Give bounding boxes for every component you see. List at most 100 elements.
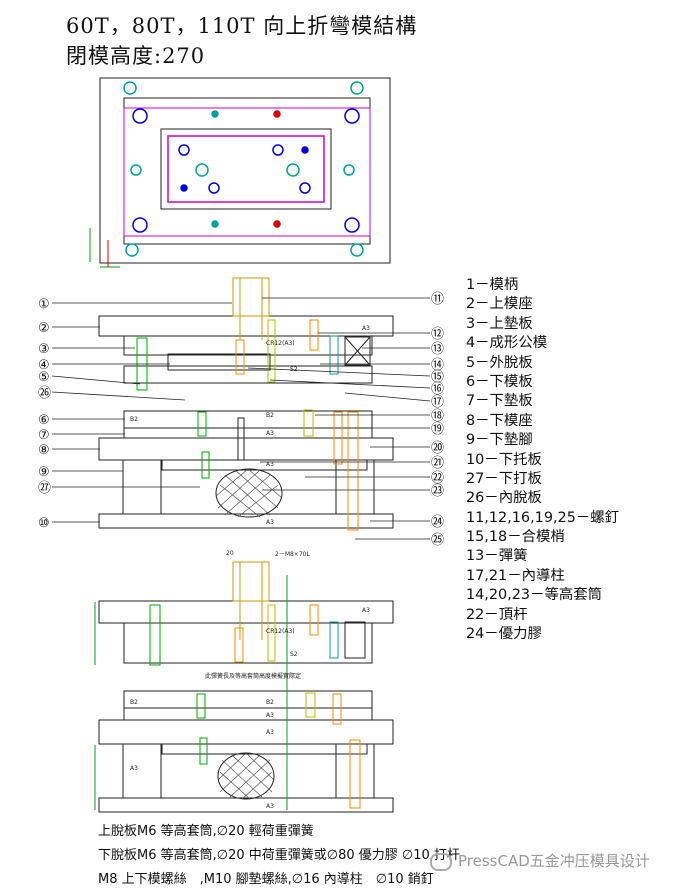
callout-number: ⑬ xyxy=(431,342,444,357)
spec-note: M8 上下模螺絲 ,M10 腳墊螺絲,∅16 內導柱 ∅10 銷釘 xyxy=(98,872,434,887)
callout-number: ⑨ xyxy=(38,465,50,480)
pin-hole-icon xyxy=(178,144,190,156)
watermark-text: PressCAD五金冲压模具设计 xyxy=(458,852,650,870)
section-view-open-tags: A3 CR12(A3) S2 B2 B2 A3 A3 A3 xyxy=(130,325,370,526)
callout-number: ⑧ xyxy=(38,443,50,458)
callout-number: ⑱ xyxy=(431,409,444,424)
guide-hole-icon xyxy=(132,217,148,233)
callout-number: ⑥ xyxy=(38,413,50,428)
part-tag: A3 xyxy=(362,325,370,332)
closed-height-label: 閉模高度:270 xyxy=(66,44,206,68)
section-view-closed xyxy=(94,561,394,813)
legend-item: 11,12,16,19,25－螺釘 xyxy=(466,509,620,526)
legend-item: 15,18－合模梢 xyxy=(466,529,565,546)
section-view-open xyxy=(98,277,394,531)
pin-hole-icon xyxy=(208,182,220,194)
plan-holes xyxy=(123,81,364,257)
part-tag: CR12(A3) xyxy=(266,628,295,635)
callout-number: ① xyxy=(38,297,50,312)
part-tag: S2 xyxy=(290,366,298,373)
part-tag: B2 xyxy=(130,699,138,706)
callout-number: ⑲ xyxy=(431,422,444,437)
guide-hole-icon xyxy=(132,108,148,124)
leader-line xyxy=(51,391,186,401)
part-tag: A3 xyxy=(266,519,274,526)
part-tag: B2 xyxy=(266,699,274,706)
plan-view xyxy=(89,77,391,268)
legend-item: 8－下模座 xyxy=(466,412,533,429)
callout-number: ⑪ xyxy=(431,292,444,307)
part-tag: A3 xyxy=(266,712,274,719)
wechat-icon xyxy=(430,852,452,871)
parts-legend: 1－模柄 2－上模座 3－上墊板 4－成形公模 5－外脫板 6－下模板 7－下墊板 8－下模座… xyxy=(466,276,672,644)
part-tag: S2 xyxy=(290,651,298,658)
legend-item: 6－下模板 xyxy=(466,373,533,390)
callout-number: ⑰ xyxy=(431,395,444,410)
spring-hole-icon xyxy=(286,163,300,177)
spec-note: 下脫板M6 等高套筒,∅20 中荷重彈簧或∅80 優力膠 ∅10 打杆 xyxy=(98,848,460,863)
callout-number: ③ xyxy=(38,342,50,357)
part-tag: B2 xyxy=(266,412,274,419)
part-tag: A3 xyxy=(266,803,274,810)
screw-hole-icon xyxy=(350,81,364,95)
pin-hole-icon xyxy=(299,182,311,194)
section-view-closed-tags: 20 2－M8×70L CR12(A3) S2 A3 此彈簧長及等高套筒高度模擬… xyxy=(130,550,370,810)
spec-notes: 上脫板M6 等高套筒,∅20 輕荷重彈簧 下脫板M6 等高套筒,∅20 中荷重彈… xyxy=(98,820,460,892)
callout-number: ⑤ xyxy=(38,370,50,385)
legend-item: 3－上墊板 xyxy=(466,315,533,332)
screw-hole-icon xyxy=(350,243,364,257)
legend-item: 27－下打板 xyxy=(466,470,542,487)
leader-line xyxy=(51,375,141,385)
leader-line xyxy=(247,367,431,377)
callout-number: ② xyxy=(38,321,50,336)
dimension-label: 20 xyxy=(226,550,234,557)
watermark: PressCAD五金冲压模具设计 xyxy=(430,850,650,871)
part-tag: A3 xyxy=(266,729,274,736)
screw-hole-icon xyxy=(123,81,137,95)
screw-hole-icon xyxy=(130,164,142,176)
section-view-closed-hatch xyxy=(217,752,275,800)
callout-number: ㉖ xyxy=(38,386,51,401)
spring-hole-icon xyxy=(195,163,209,177)
callout-number: ⑫ xyxy=(431,327,444,342)
callout-number: ㉔ xyxy=(431,515,444,530)
legend-item: 22－頂杆 xyxy=(466,606,528,623)
legend-item: 13－彈簧 xyxy=(466,548,528,565)
callout-number: ⑮ xyxy=(431,370,444,385)
callout-number: ⑦ xyxy=(38,428,50,443)
callout-number: ㉒ xyxy=(431,471,444,486)
part-tag: B2 xyxy=(130,416,138,423)
callout-number: ④ xyxy=(38,358,50,373)
legend-item: 26－內脫板 xyxy=(466,490,542,507)
callout-number: ㉓ xyxy=(431,484,444,499)
screw-hole-icon xyxy=(343,164,355,176)
legend-item: 9－下墊腳 xyxy=(466,432,533,449)
callout-number: ⑭ xyxy=(431,358,444,373)
spec-note: 上脫板M6 等高套筒,∅20 輕荷重彈簧 xyxy=(98,824,314,839)
screw-hole-icon xyxy=(125,243,139,257)
legend-item: 1－模柄 xyxy=(466,277,519,293)
legend-item: 7－下墊板 xyxy=(466,393,533,410)
callout-number: ㉕ xyxy=(431,533,444,548)
callout-number: ㉑ xyxy=(431,456,444,471)
part-tag: A3 xyxy=(130,765,138,772)
legend-item: 4－成形公模 xyxy=(466,335,548,352)
callout-number: ⑯ xyxy=(431,382,444,397)
legend-item: 2－上模座 xyxy=(466,296,533,313)
part-tag: A3 xyxy=(266,430,274,437)
callout-number: ㉗ xyxy=(38,481,51,496)
pin-hole-icon xyxy=(272,144,284,156)
part-tag: A3 xyxy=(362,607,370,614)
legend-item: 10－下托板 xyxy=(466,451,542,468)
part-tag: CR12(A3) xyxy=(266,340,295,347)
guide-hole-icon xyxy=(344,217,360,233)
guide-hole-icon xyxy=(344,108,360,124)
legend-item: 14,20,23－等高套筒 xyxy=(466,587,603,604)
legend-item: 5－外脫板 xyxy=(466,354,533,371)
callout-number: ⑩ xyxy=(38,516,50,531)
legend-item: 24－優力膠 xyxy=(466,626,542,643)
part-tag: A3 xyxy=(266,461,274,468)
legend-item: 17,21－內導柱 xyxy=(466,567,565,584)
